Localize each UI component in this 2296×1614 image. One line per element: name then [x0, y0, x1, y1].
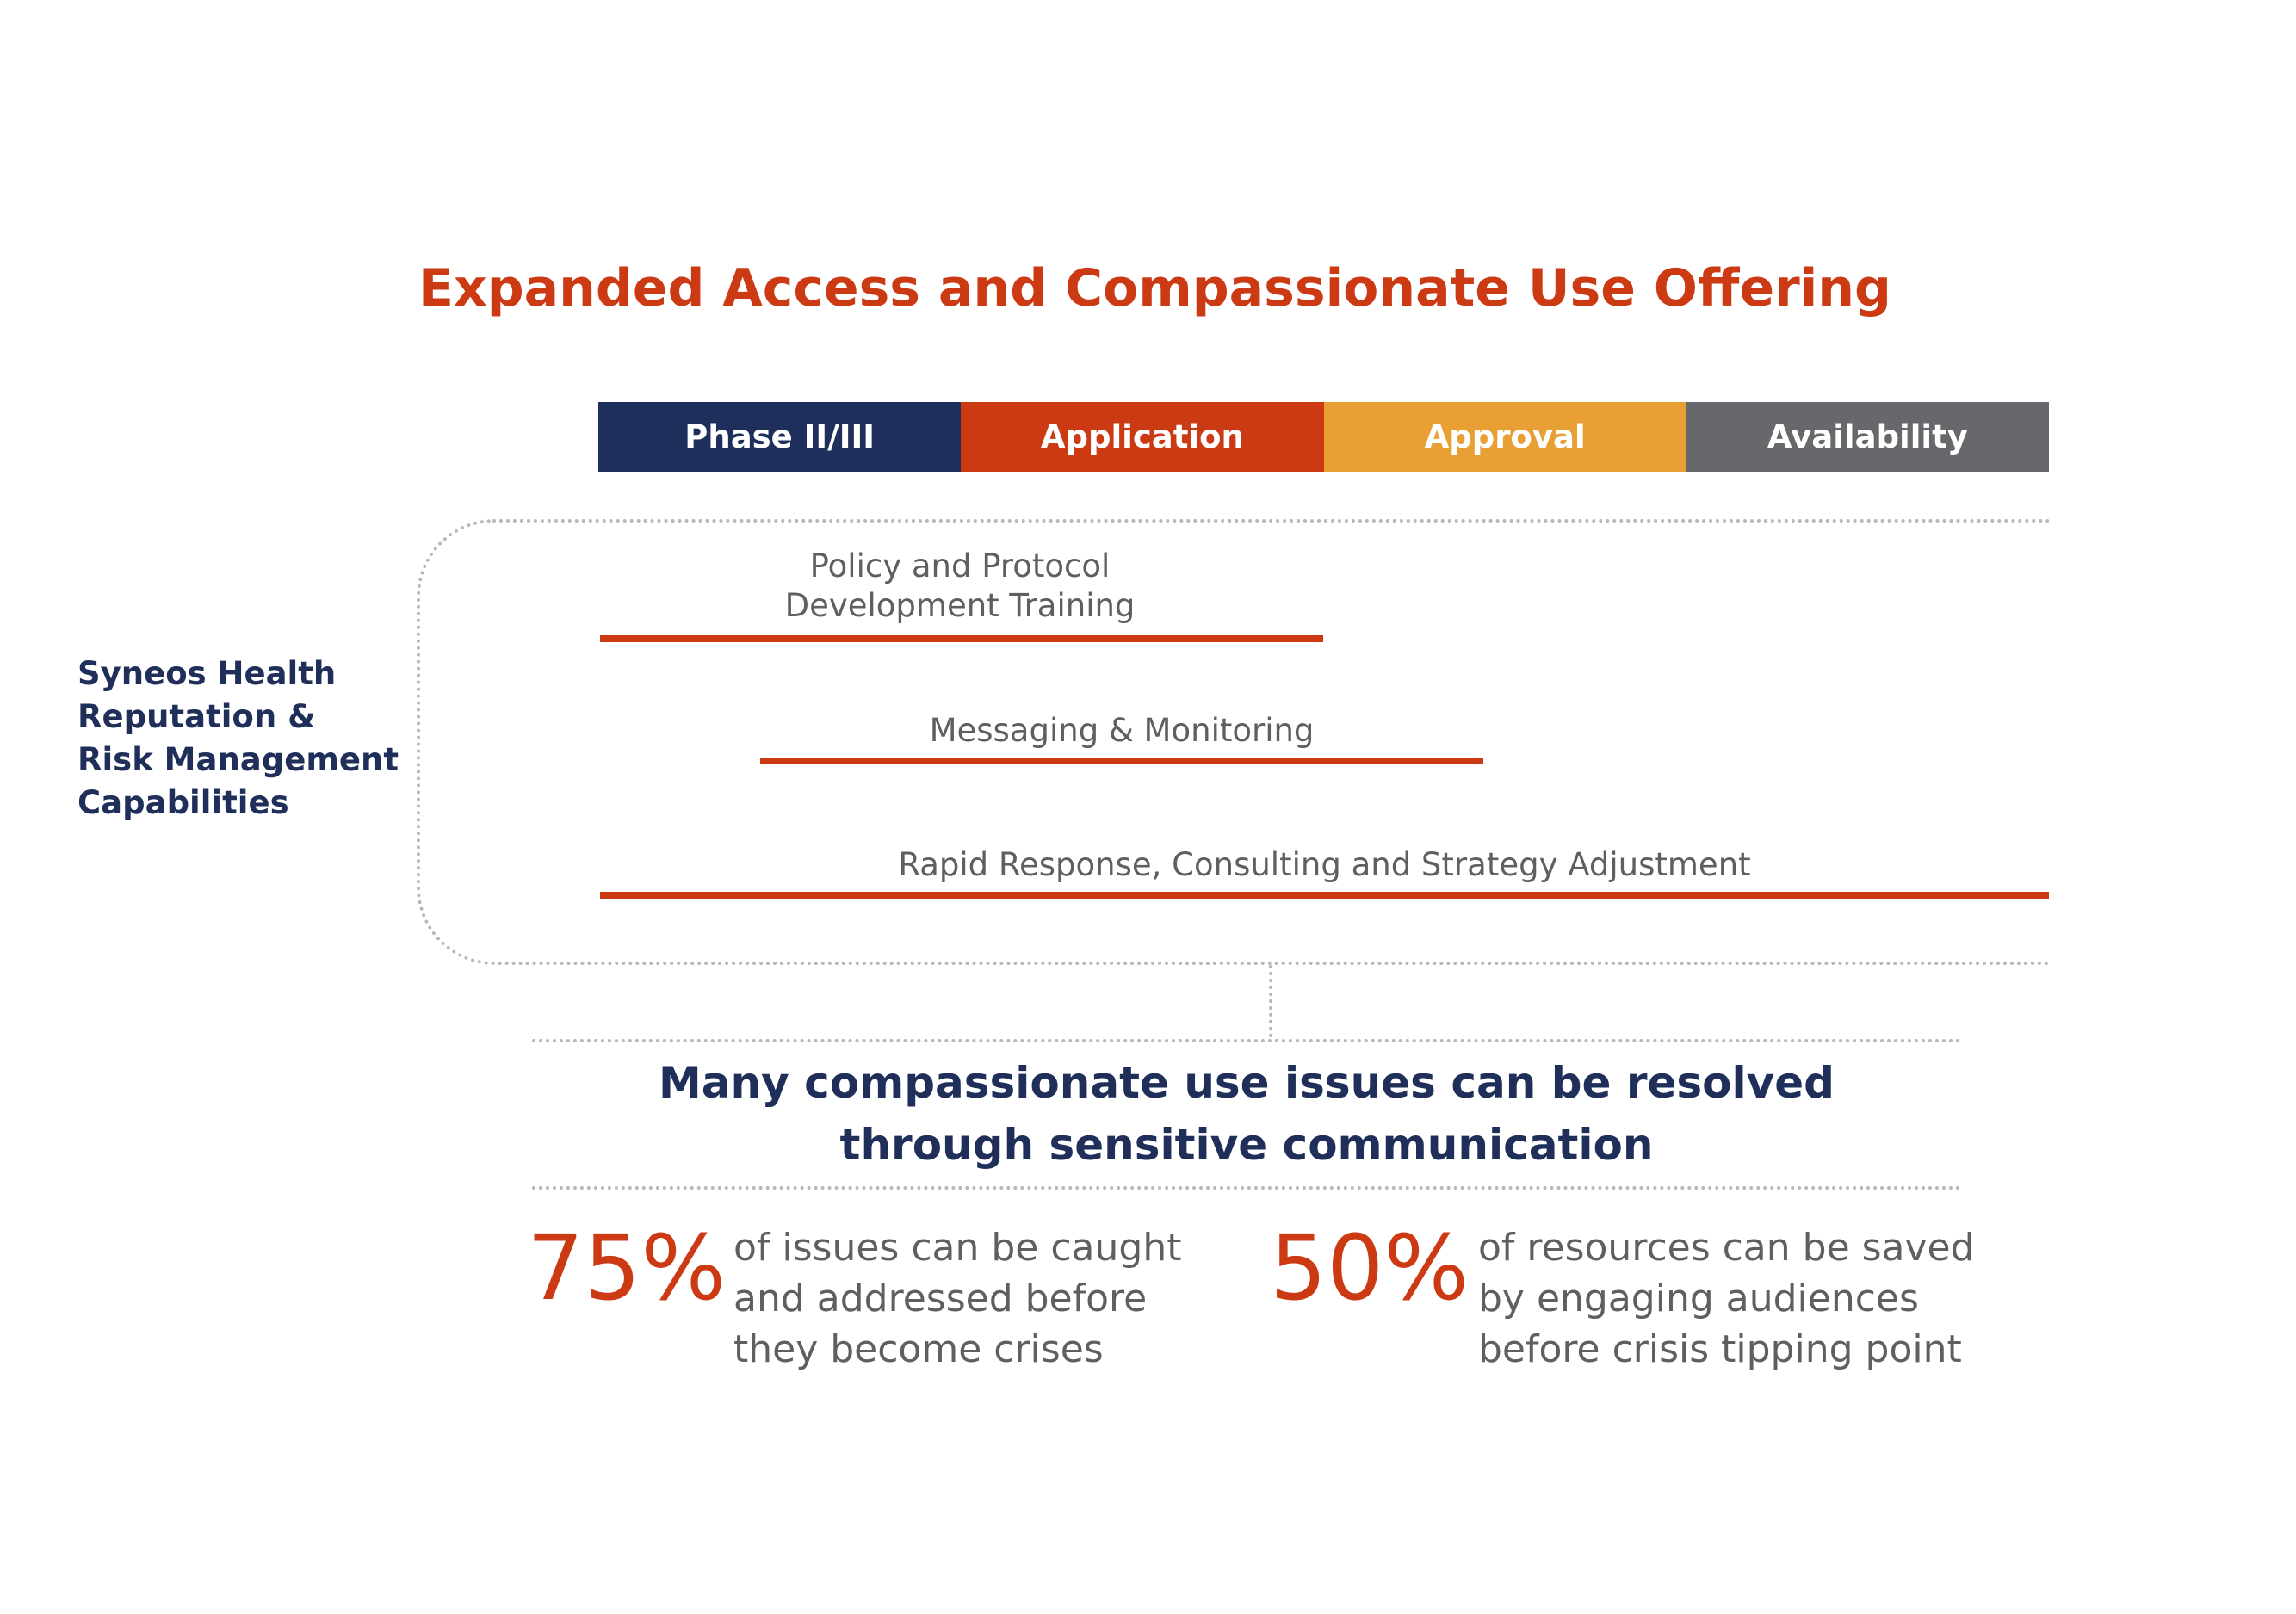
capability-span-messaging — [760, 758, 1483, 764]
phase-segment-availability: Availability — [1686, 402, 2049, 472]
phase-segment-application: Application — [961, 402, 1324, 472]
headline-separator-top — [532, 1039, 1961, 1042]
stat-description-resources: of resources can be saved by engaging au… — [1478, 1222, 1995, 1375]
capability-label-policy: Policy and Protocol Development Training — [598, 547, 1321, 626]
side-label-line: Reputation & — [77, 698, 316, 735]
headline-line: through sensitive communication — [839, 1120, 1654, 1170]
capability-label-line: Policy and Protocol — [809, 547, 1111, 584]
stat-description-line: they become crises — [733, 1327, 1104, 1371]
stat-description-line: of resources can be saved — [1478, 1226, 1975, 1270]
stat-description-line: and addressed before — [733, 1277, 1148, 1320]
bracket-connector — [1269, 965, 1272, 1037]
capability-label-messaging: Messaging & Monitoring — [929, 712, 1315, 749]
capability-label-rapid-response: Rapid Response, Consulting and Strategy … — [898, 846, 1751, 883]
side-label-line: Syneos Health — [77, 655, 337, 692]
stat-value-issues: 75% — [527, 1215, 727, 1320]
stat-description-issues: of issues can be caught and addressed be… — [733, 1222, 1216, 1375]
stat-value-resources: 50% — [1270, 1215, 1470, 1320]
headline-line: Many compassionate use issues can be res… — [659, 1058, 1835, 1108]
capability-span-policy — [600, 635, 1323, 642]
capability-span-rapid-response — [600, 892, 2049, 899]
phase-bar: Phase II/III Application Approval Availa… — [598, 402, 2049, 472]
side-label-line: Risk Management — [77, 741, 399, 778]
phase-segment-phase-ii-iii: Phase II/III — [598, 402, 962, 472]
headline: Many compassionate use issues can be res… — [532, 1052, 1961, 1176]
diagram-title: Expanded Access and Compassionate Use Of… — [418, 258, 1891, 318]
capability-label-line: Development Training — [784, 587, 1136, 624]
headline-separator-bottom — [532, 1186, 1961, 1190]
stat-description-line: of issues can be caught — [733, 1226, 1182, 1270]
capabilities-bracket — [417, 519, 2049, 965]
stat-description-line: by engaging audiences — [1478, 1277, 1919, 1320]
stat-description-line: before crisis tipping point — [1478, 1327, 1962, 1371]
phase-segment-approval: Approval — [1323, 402, 1686, 472]
capabilities-side-label: Syneos Health Reputation & Risk Manageme… — [77, 652, 405, 825]
side-label-line: Capabilities — [77, 784, 289, 821]
